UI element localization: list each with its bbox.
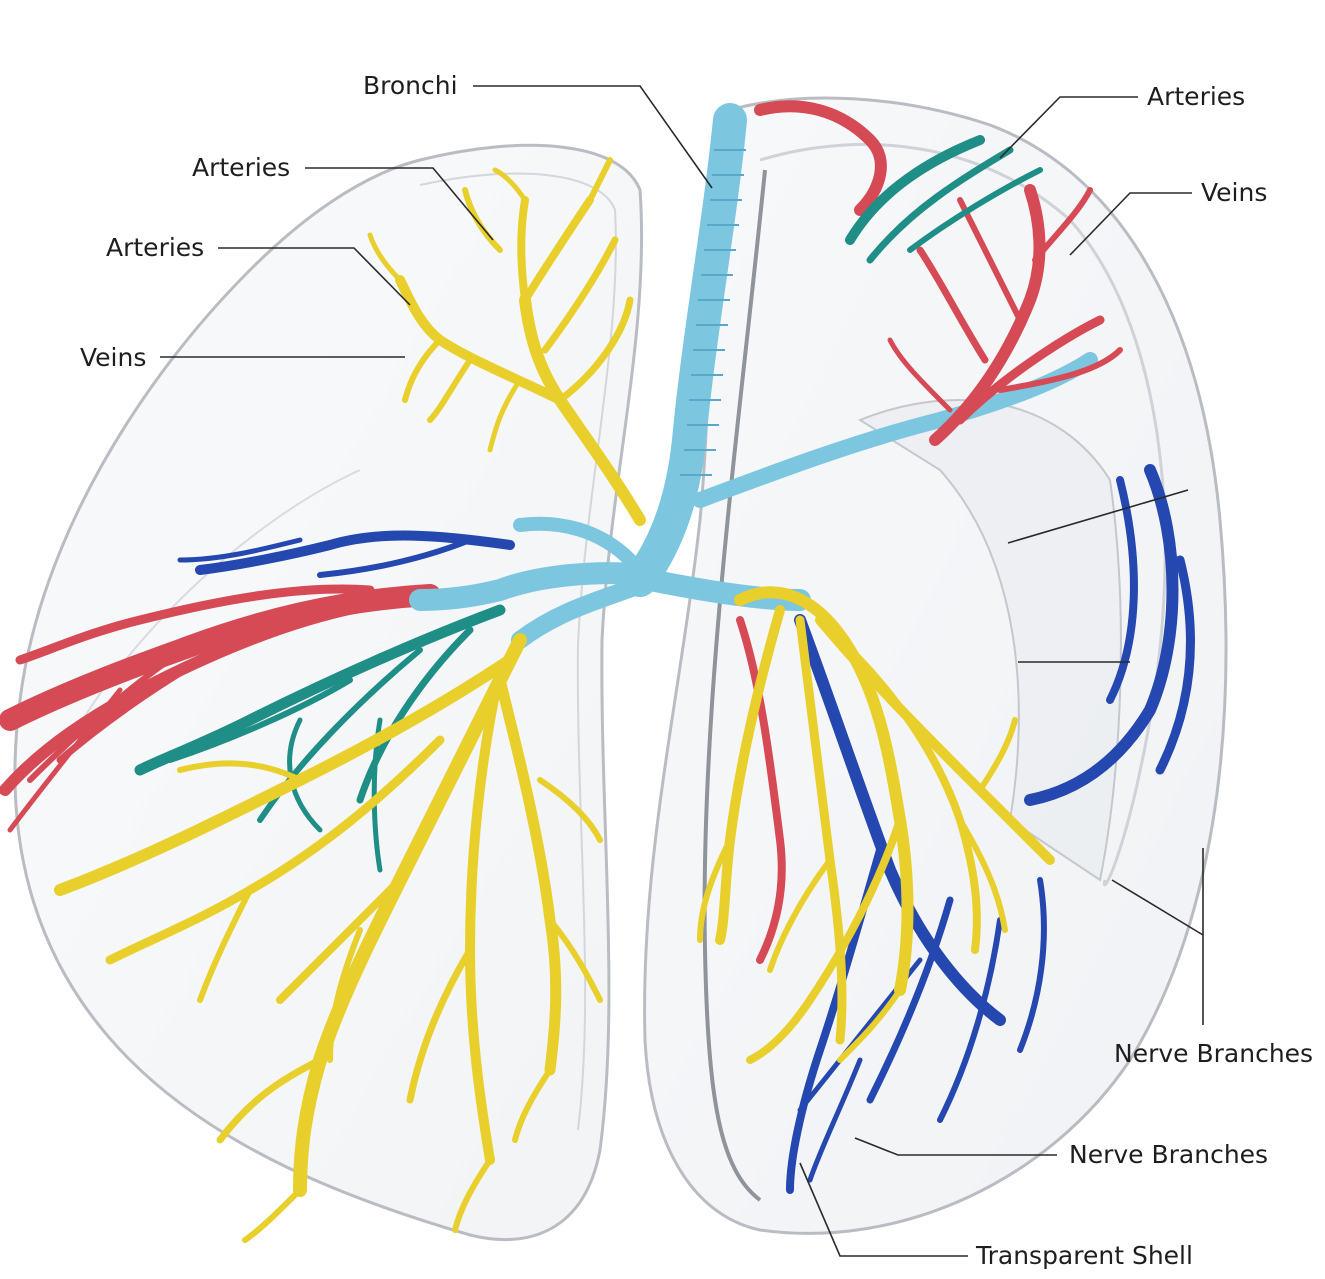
left-upper-branches xyxy=(367,157,646,526)
leader-veins-right xyxy=(1069,192,1192,256)
leader-nerve-lower xyxy=(854,1137,1057,1156)
label-veins-right: Veins xyxy=(1201,178,1268,207)
label-nerve-branches-upper: Nerve Branches xyxy=(1114,1039,1314,1068)
leader-bronchi xyxy=(473,85,713,189)
bronchi-trunk xyxy=(409,103,1098,649)
label-bronchi: Bronchi xyxy=(363,71,458,100)
left-lower-branches xyxy=(54,633,603,1243)
leader-inner-upper xyxy=(1007,489,1189,544)
label-arteries-left-lower: Arteries xyxy=(106,233,205,262)
right-lung-shell xyxy=(643,96,1228,1235)
right-teal-vessels xyxy=(845,135,1043,264)
label-nerve-branches-lower: Nerve Branches xyxy=(1069,1140,1269,1169)
right-branches xyxy=(697,586,1055,1064)
label-transparent-shell: Transparent Shell xyxy=(976,1241,1193,1270)
leader-arteries-top-right xyxy=(999,96,1138,159)
leader-lines xyxy=(160,85,1204,1257)
bronchi-rings xyxy=(680,149,746,476)
left-arteries xyxy=(0,584,441,833)
label-arteries-left-upper: Arteries xyxy=(192,153,291,182)
leader-nerve-upper-diagonal xyxy=(1111,879,1204,936)
left-nerves xyxy=(177,530,515,578)
label-arteries-top-right: Arteries xyxy=(1147,82,1246,111)
label-veins-left: Veins xyxy=(80,343,147,372)
leader-arteries-left-upper xyxy=(305,167,494,241)
leader-transparent-shell xyxy=(799,1162,968,1257)
leader-arteries-left-lower xyxy=(218,247,411,306)
